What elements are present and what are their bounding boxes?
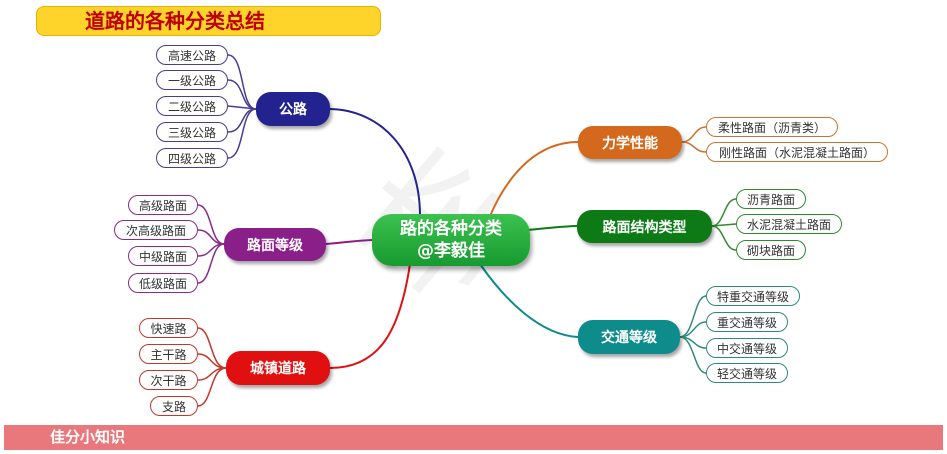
footer-banner: 佳分小知识 <box>4 425 943 450</box>
leaf-item: 三级公路 <box>156 122 228 142</box>
center-node: 路的各种分类 @李毅佳 <box>372 214 530 266</box>
leaf-item: 低级路面 <box>128 273 198 293</box>
leaf-item: 次干路 <box>139 370 198 390</box>
leaf-item: 四级公路 <box>156 148 228 168</box>
leaf-item: 刚性路面（水泥混凝土路面） <box>706 142 888 162</box>
leaf-item: 二级公路 <box>156 96 228 116</box>
center-line2: @李毅佳 <box>417 241 485 261</box>
leaf-item: 重交通等级 <box>706 312 788 332</box>
leaf-item: 快速路 <box>139 318 198 338</box>
leaf-item: 次高级路面 <box>114 220 198 240</box>
leaf-item: 一级公路 <box>156 70 228 90</box>
category-label: 公路 <box>279 102 307 118</box>
leaf-item: 砌块路面 <box>736 240 806 260</box>
leaf-item: 沥青路面 <box>736 189 806 209</box>
leaf-item: 中交通等级 <box>706 338 788 358</box>
leaf-item: 高速公路 <box>156 45 228 65</box>
category-lumian-dengji: 路面等级 <box>224 228 326 261</box>
leaf-item: 中级路面 <box>128 246 198 266</box>
category-lixue: 力学性能 <box>578 126 682 159</box>
category-label: 城镇道路 <box>250 361 306 377</box>
page-title: 道路的各种分类总结 <box>36 6 381 36</box>
category-label: 路面等级 <box>247 237 303 254</box>
leaf-item: 高级路面 <box>128 195 198 215</box>
category-gonglu: 公路 <box>256 92 330 126</box>
category-label: 路面结构类型 <box>602 219 687 236</box>
leaf-item: 特重交通等级 <box>706 286 800 306</box>
center-line1: 路的各种分类 <box>400 219 502 239</box>
category-jiegou: 路面结构类型 <box>577 210 712 243</box>
leaf-item: 轻交通等级 <box>706 363 788 383</box>
category-label: 力学性能 <box>602 135 658 152</box>
leaf-item: 柔性路面（沥青类） <box>706 117 838 137</box>
leaf-item: 支路 <box>150 396 198 416</box>
category-chengzhen: 城镇道路 <box>226 351 330 385</box>
leaf-item: 主干路 <box>139 344 198 364</box>
category-jiaotong: 交通等级 <box>578 320 680 354</box>
category-label: 交通等级 <box>601 330 657 346</box>
leaf-item: 水泥混凝土路面 <box>736 214 842 234</box>
